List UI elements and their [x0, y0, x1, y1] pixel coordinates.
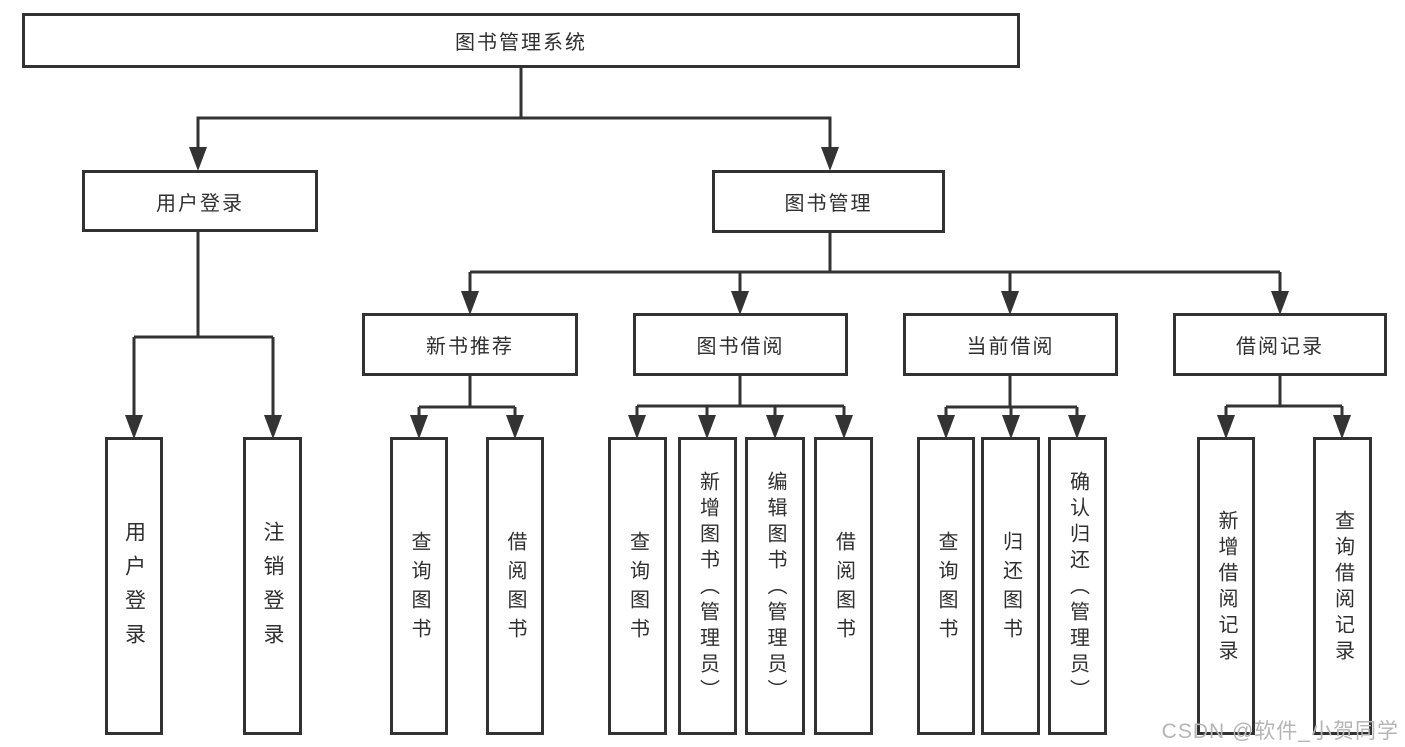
- leaf-edit-books-admin-label: 编辑图书（管理员）: [764, 471, 786, 705]
- node-borrow-records: 借阅记录: [1173, 313, 1387, 376]
- leaf-user-login: 用户登录: [105, 437, 163, 735]
- node-current-borrow: 当前借阅: [903, 313, 1118, 376]
- leaf-query-books-current-label: 查询图书: [935, 531, 957, 647]
- node-new-book-recommend-label: 新书推荐: [426, 336, 514, 358]
- leaf-user-login-label: 用户登录: [122, 521, 146, 657]
- leaf-query-books-current: 查询图书: [917, 437, 975, 735]
- node-new-book-recommend: 新书推荐: [362, 313, 578, 376]
- leaf-add-books-admin-label: 新增图书（管理员）: [696, 471, 719, 705]
- leaf-add-borrow-record: 新增借阅记录: [1197, 437, 1255, 735]
- leaf-borrow-books-recommend-label: 借阅图书: [504, 531, 526, 647]
- node-current-borrow-label: 当前借阅: [966, 336, 1055, 358]
- node-user-login-branch: 用户登录: [82, 170, 318, 232]
- leaf-return-books-label: 归还图书: [999, 531, 1022, 647]
- leaf-logout: 注销登录: [243, 437, 302, 735]
- arrowhead-icons: [125, 147, 1351, 439]
- csdn-watermark: CSDN @软件_小贺同学: [1161, 720, 1399, 743]
- leaf-query-books-borrow: 查询图书: [608, 437, 667, 735]
- leaf-confirm-return-admin: 确认归还（管理员）: [1048, 437, 1107, 735]
- leaf-add-borrow-record-label: 新增借阅记录: [1215, 510, 1237, 666]
- node-book-borrow-label: 图书借阅: [696, 336, 785, 358]
- leaf-query-books-borrow-label: 查询图书: [626, 531, 649, 647]
- leaf-query-books-recommend-label: 查询图书: [408, 531, 430, 647]
- node-book-management-branch: 图书管理: [712, 170, 945, 233]
- node-book-borrow: 图书借阅: [633, 313, 848, 376]
- leaf-add-books-admin: 新增图书（管理员）: [678, 437, 737, 735]
- leaf-borrow-books: 借阅图书: [814, 437, 873, 735]
- node-user-login-branch-label: 用户登录: [156, 192, 244, 215]
- node-book-management-branch-label: 图书管理: [784, 193, 873, 215]
- leaf-return-books: 归还图书: [981, 437, 1040, 735]
- node-borrow-records-label: 借阅记录: [1236, 336, 1324, 358]
- leaf-edit-books-admin: 编辑图书（管理员）: [745, 437, 805, 735]
- leaf-query-borrow-record-label: 查询借阅记录: [1331, 510, 1354, 666]
- leaf-query-borrow-record: 查询借阅记录: [1313, 437, 1372, 735]
- node-root-label: 图书管理系统: [455, 32, 587, 54]
- leaf-borrow-books-label: 借阅图书: [832, 531, 855, 647]
- leaf-query-books-recommend: 查询图书: [390, 437, 448, 735]
- leaf-confirm-return-admin-label: 确认归还（管理员）: [1066, 471, 1089, 705]
- leaf-logout-label: 注销登录: [261, 521, 284, 657]
- leaf-borrow-books-recommend: 借阅图书: [486, 437, 544, 735]
- node-root-system: 图书管理系统: [22, 13, 1020, 68]
